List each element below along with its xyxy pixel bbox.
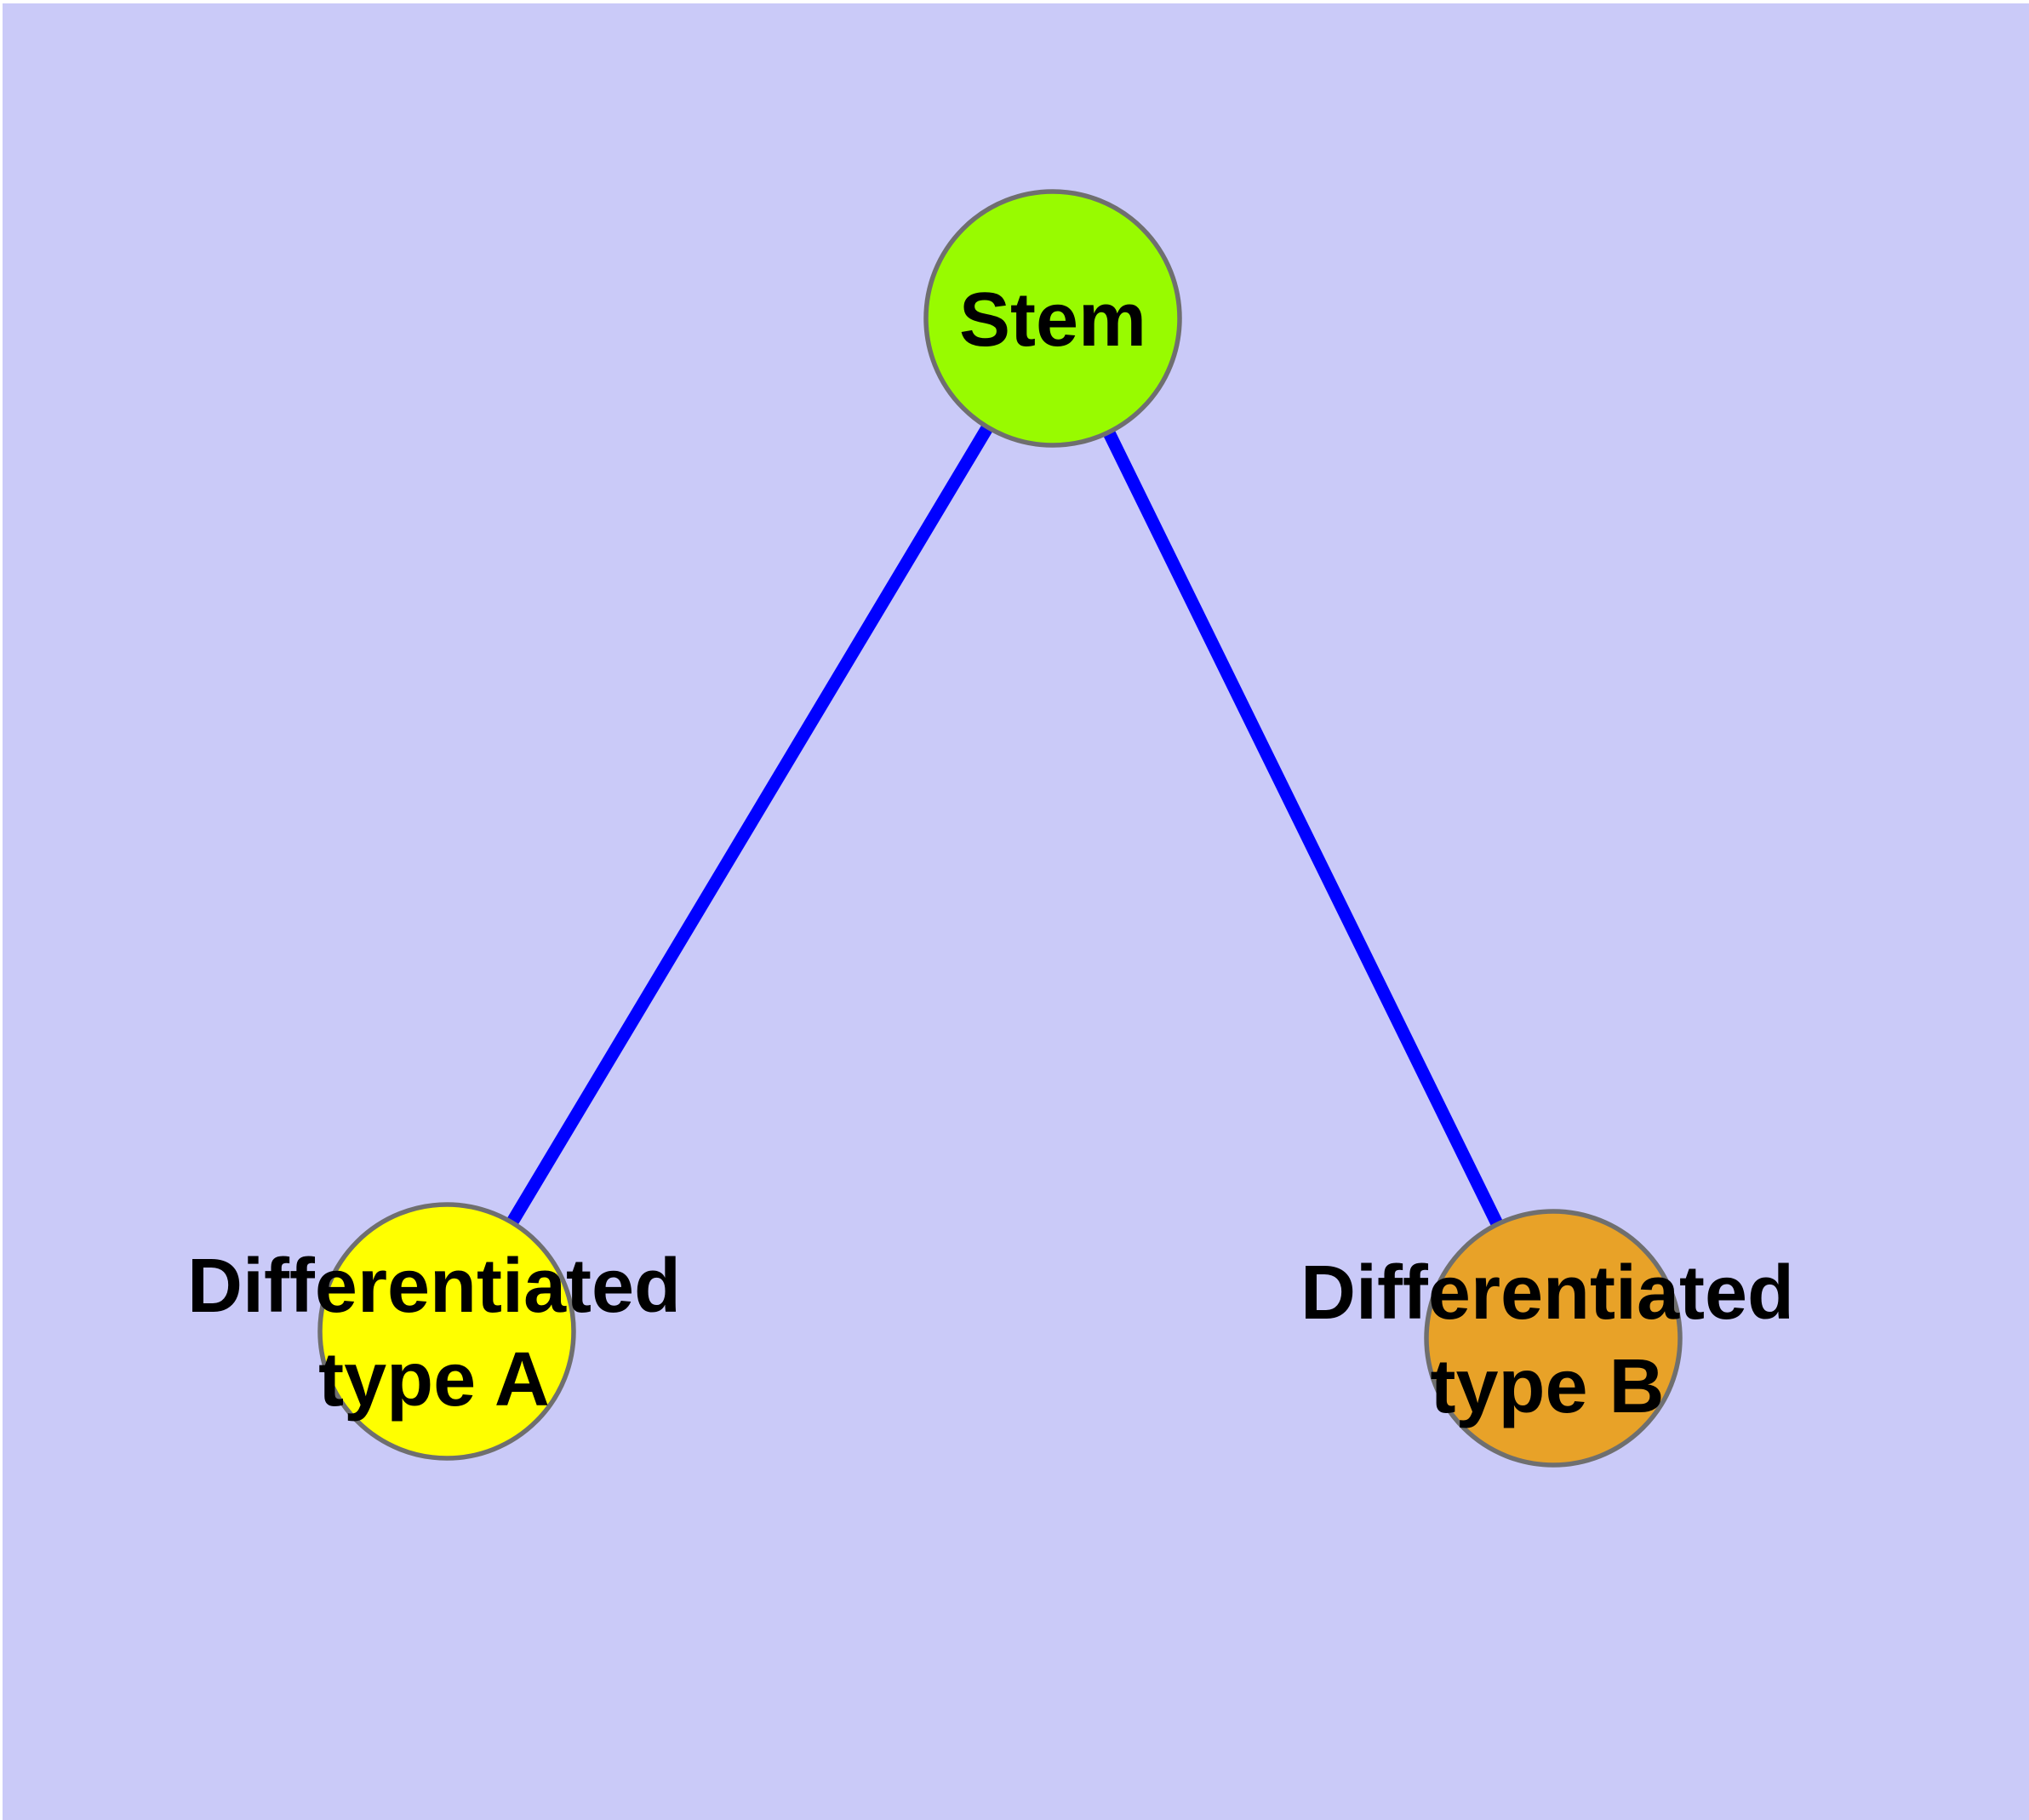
- edge-stem-to-type-a: [441, 315, 1059, 1335]
- type-a-node-label-line2: type A: [318, 1337, 550, 1422]
- type-a-node: Differentiated type A: [187, 1202, 681, 1461]
- type-a-node-label-line1: Differentiated: [187, 1244, 681, 1329]
- type-b-node-label-line2: type B: [1430, 1344, 1664, 1429]
- type-b-node-circle: [1424, 1209, 1683, 1468]
- type-a-node-circle: [317, 1202, 576, 1461]
- edge-stem-to-type-b: [1047, 315, 1559, 1342]
- stem-node: Stem: [923, 189, 1182, 448]
- stem-node-label: Stem: [959, 278, 1146, 363]
- edge-layer: [441, 315, 1559, 1342]
- stem-node-circle: [923, 189, 1182, 448]
- type-b-node-label-line1: Differentiated: [1300, 1251, 1794, 1336]
- type-b-node: Differentiated type B: [1300, 1209, 1794, 1468]
